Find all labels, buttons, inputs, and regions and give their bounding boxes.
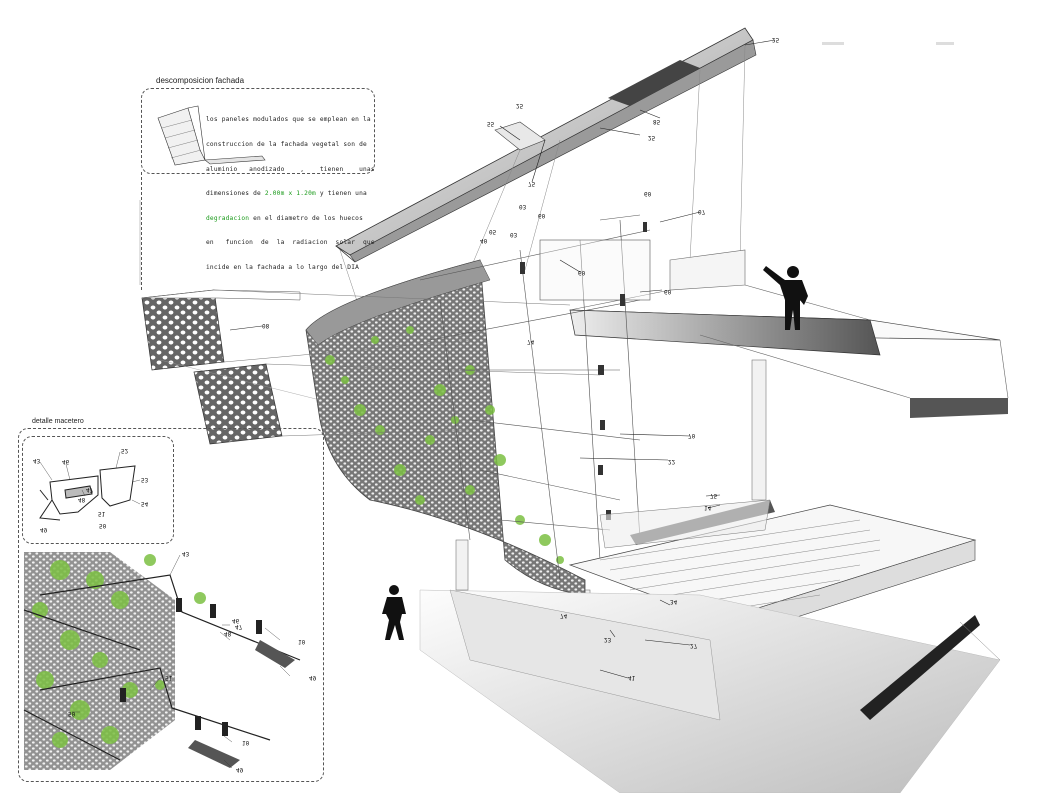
descomposicion-fachada-panel: [141, 88, 375, 174]
steel-frame: [419, 214, 651, 581]
callout-label: 07: [698, 208, 706, 215]
roof-canopy: [335, 27, 757, 263]
description-line-2: construccion de la fachada vegetal son d…: [206, 141, 367, 149]
description-line-1: los paneles modulados que se emplean en …: [206, 116, 371, 124]
detail-callout: 53: [141, 476, 149, 483]
detail-callout: 49: [309, 674, 317, 681]
callout-label: 60: [644, 190, 652, 197]
callout-label: 03: [510, 231, 518, 238]
callout-label: 25: [772, 36, 780, 43]
planter-section-detail: [39, 465, 136, 521]
callout-label: 75: [710, 492, 718, 499]
descomposicion-fachada-title: descomposicion fachada: [156, 76, 245, 85]
description-line-5: degradacion en el diametro de los huecos: [206, 215, 375, 223]
callout-label: 34: [670, 598, 678, 605]
callout-label: 75: [528, 180, 536, 187]
planter-section-box: [22, 436, 174, 544]
human-figure-upper: [763, 266, 808, 330]
detail-callout: 43: [182, 550, 190, 557]
callout-label: 74: [527, 338, 535, 345]
description-line-5c: en el diametro de los huecos: [249, 214, 364, 222]
callout-label: 60: [538, 212, 546, 219]
callout-label: 22: [668, 458, 676, 465]
detail-callout: 46: [62, 458, 70, 465]
callout-label: 85: [653, 118, 661, 125]
detalle-macetero-title: detalle macetero: [32, 418, 84, 425]
callout-label: 70: [688, 432, 696, 439]
human-figure-lower: [382, 585, 406, 640]
degradacion-highlight: degradacion: [206, 214, 250, 222]
corner-mark: [936, 42, 954, 45]
callout-label: 08: [262, 322, 270, 329]
perforated-panel-upper: [141, 289, 571, 371]
detail-callout: 51: [165, 674, 173, 681]
detail-callout: 47: [86, 486, 94, 493]
callout-label: 25: [648, 134, 656, 141]
detail-callout: 48: [78, 496, 86, 503]
description-line-6: en funcion de la radiacion solar que: [206, 239, 375, 247]
fachada-thumbnail: [157, 105, 266, 166]
detail-callout: 49: [40, 526, 48, 533]
callout-label: 55: [487, 120, 495, 127]
callout-label: 60: [578, 269, 586, 276]
planter-perspective-detail: [23, 552, 301, 770]
facade-description: los paneles modulados que se emplean en …: [206, 100, 375, 289]
descomposicion-leader-box: [141, 172, 142, 290]
panel-dimensions: 2.00m x 1.20m: [264, 190, 316, 198]
description-line-3: aluminio anodizado , tienen unas: [206, 165, 375, 173]
vegetal-facade: [305, 259, 586, 596]
detail-callout: 43: [33, 457, 41, 464]
callout-label: 74: [560, 612, 568, 619]
detail-callout: 47: [235, 623, 243, 630]
detail-callout: 54: [141, 500, 149, 507]
callout-label: 27: [690, 642, 698, 649]
callout-label: 40: [480, 237, 488, 244]
detail-callout: 48: [224, 630, 232, 637]
detail-callout: 50: [68, 710, 76, 717]
detail-callout: 49: [236, 766, 244, 773]
description-line-7: incide en la fachada a lo largo del DIA: [206, 264, 360, 272]
detail-callout: 10: [242, 739, 250, 746]
corner-mark: [822, 42, 844, 45]
planter-detail-leaders: [39, 451, 141, 505]
upper-volume: [569, 249, 871, 321]
description-line-4c: y tienen una: [315, 190, 367, 198]
callout-label: 60: [664, 288, 672, 295]
detail-callout: 51: [98, 510, 106, 517]
leader-lines: [229, 39, 776, 679]
callout-label: 03: [519, 203, 527, 210]
detail-callout: 10: [298, 638, 306, 645]
detail-callout: 50: [99, 522, 107, 529]
callout-label: 23: [604, 636, 612, 643]
detalle-macetero-panel: [18, 428, 324, 782]
detail-callout: 52: [121, 447, 129, 454]
callout-label: 25: [516, 102, 524, 109]
construction-lines: [139, 44, 746, 311]
perforated-panel-lower: [159, 359, 601, 445]
callout-label: 05: [489, 228, 497, 235]
description-line-4a: dimensiones de: [206, 190, 265, 198]
description-line-4: dimensiones de 2.00m x 1.20m y tienen un…: [206, 190, 375, 198]
callout-label: 41: [628, 674, 636, 681]
callout-label: 14: [704, 504, 712, 511]
ground-plane: [419, 589, 1001, 793]
